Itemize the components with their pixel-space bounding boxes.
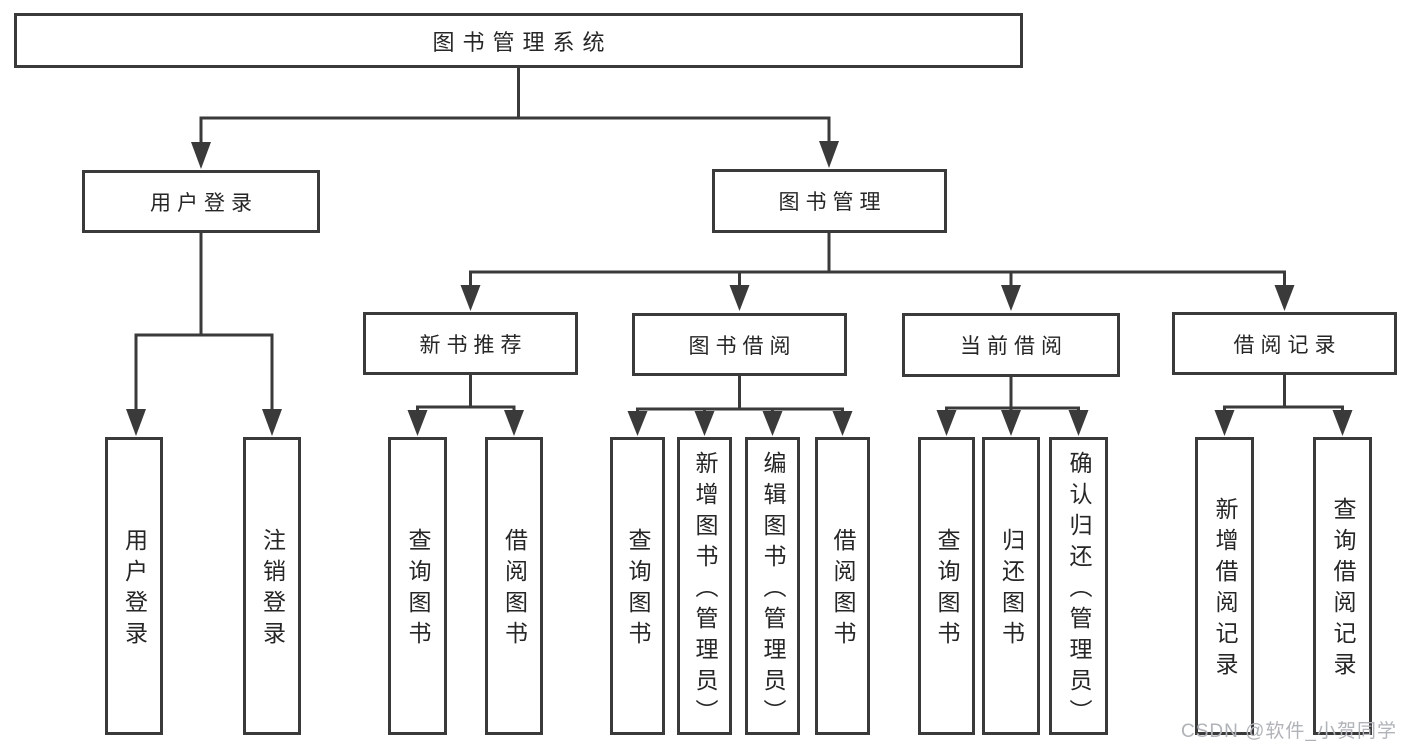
node-label: 图书借阅 [688,334,797,358]
connector-new-book-recommend-to-leaves [407,373,524,436]
leaf-add-borrow-record: 新增借阅记录 [1195,437,1254,735]
node-label: 确认归还（管理员） [1066,450,1092,730]
leaf-borrow-books-recommend: 借阅图书 [485,437,543,735]
node-user-login: 用户登录 [82,170,320,233]
node-root-library-system: 图书管理系统 [14,13,1023,68]
node-borrow-records: 借阅记录 [1172,312,1397,375]
connector-current-borrow-to-leaves [936,375,1089,436]
arrowhead [832,411,853,436]
node-label: 归还图书 [998,528,1025,652]
leaf-edit-books-admin: 编辑图书（管理员） [745,437,800,735]
arrowhead [819,141,839,168]
node-label: 用户登录 [121,528,148,652]
node-label: 图书管理 [778,191,887,214]
connector-user-login-to-leaves [126,231,282,436]
leaf-add-books-admin: 新增图书（管理员） [677,437,732,735]
arrowhead [1274,285,1295,311]
node-book-management: 图书管理 [712,169,947,233]
arrowhead [460,285,481,311]
connector-borrow-records-to-leaves [1214,373,1353,436]
node-label: 新增借阅记录 [1212,497,1238,683]
leaf-query-books-current: 查询图书 [918,437,975,735]
node-label: 借阅图书 [830,528,856,652]
arrowhead [407,410,428,436]
node-label: 查询借阅记录 [1330,497,1356,683]
arrowhead [762,411,783,436]
connector-root-to-level2 [191,65,839,169]
arrowhead [936,410,957,436]
node-label: 用户登录 [150,191,258,215]
csdn-watermark: CSDN @软件_小贺同学 [1181,721,1397,742]
leaf-return-books: 归还图书 [982,437,1040,735]
leaf-logout: 注销登录 [243,437,301,735]
arrowhead [627,411,648,436]
arrowhead [262,409,282,436]
leaf-query-books-borrow: 查询图书 [610,437,665,735]
arrowhead [191,142,211,169]
arrowhead [1332,410,1353,436]
arrowhead [1001,410,1021,436]
node-label: 当前借阅 [960,335,1068,358]
leaf-borrow-books: 借阅图书 [815,437,870,735]
node-label: 查询图书 [405,528,431,652]
node-new-book-recommend: 新书推荐 [363,312,578,375]
arrowhead [504,410,524,436]
leaf-user-login: 用户登录 [105,437,163,735]
arrowhead [694,411,715,436]
leaf-query-books-recommend: 查询图书 [388,437,447,735]
arrowhead [126,409,146,436]
leaf-confirm-return-admin: 确认归还（管理员） [1049,437,1108,735]
arrowhead [1214,410,1235,436]
connector-book-management-to-level3 [460,231,1295,311]
node-label: 新增图书（管理员） [692,450,718,730]
node-label: 注销登录 [259,528,286,652]
node-label: 查询图书 [625,528,651,652]
node-label: 编辑图书（管理员） [760,450,786,730]
node-label: 图书管理系统 [432,29,613,55]
node-label: 新书推荐 [419,333,528,357]
node-book-borrow: 图书借阅 [632,313,847,376]
leaf-query-borrow-record: 查询借阅记录 [1313,437,1372,735]
node-label: 查询图书 [934,528,960,652]
node-label: 借阅图书 [501,528,528,652]
arrowhead [1001,285,1021,311]
arrowhead [729,285,750,311]
connector-book-borrow-to-leaves [627,374,853,436]
arrowhead [1068,410,1089,436]
node-current-borrow: 当前借阅 [902,313,1120,377]
node-label: 借阅记录 [1233,333,1342,357]
